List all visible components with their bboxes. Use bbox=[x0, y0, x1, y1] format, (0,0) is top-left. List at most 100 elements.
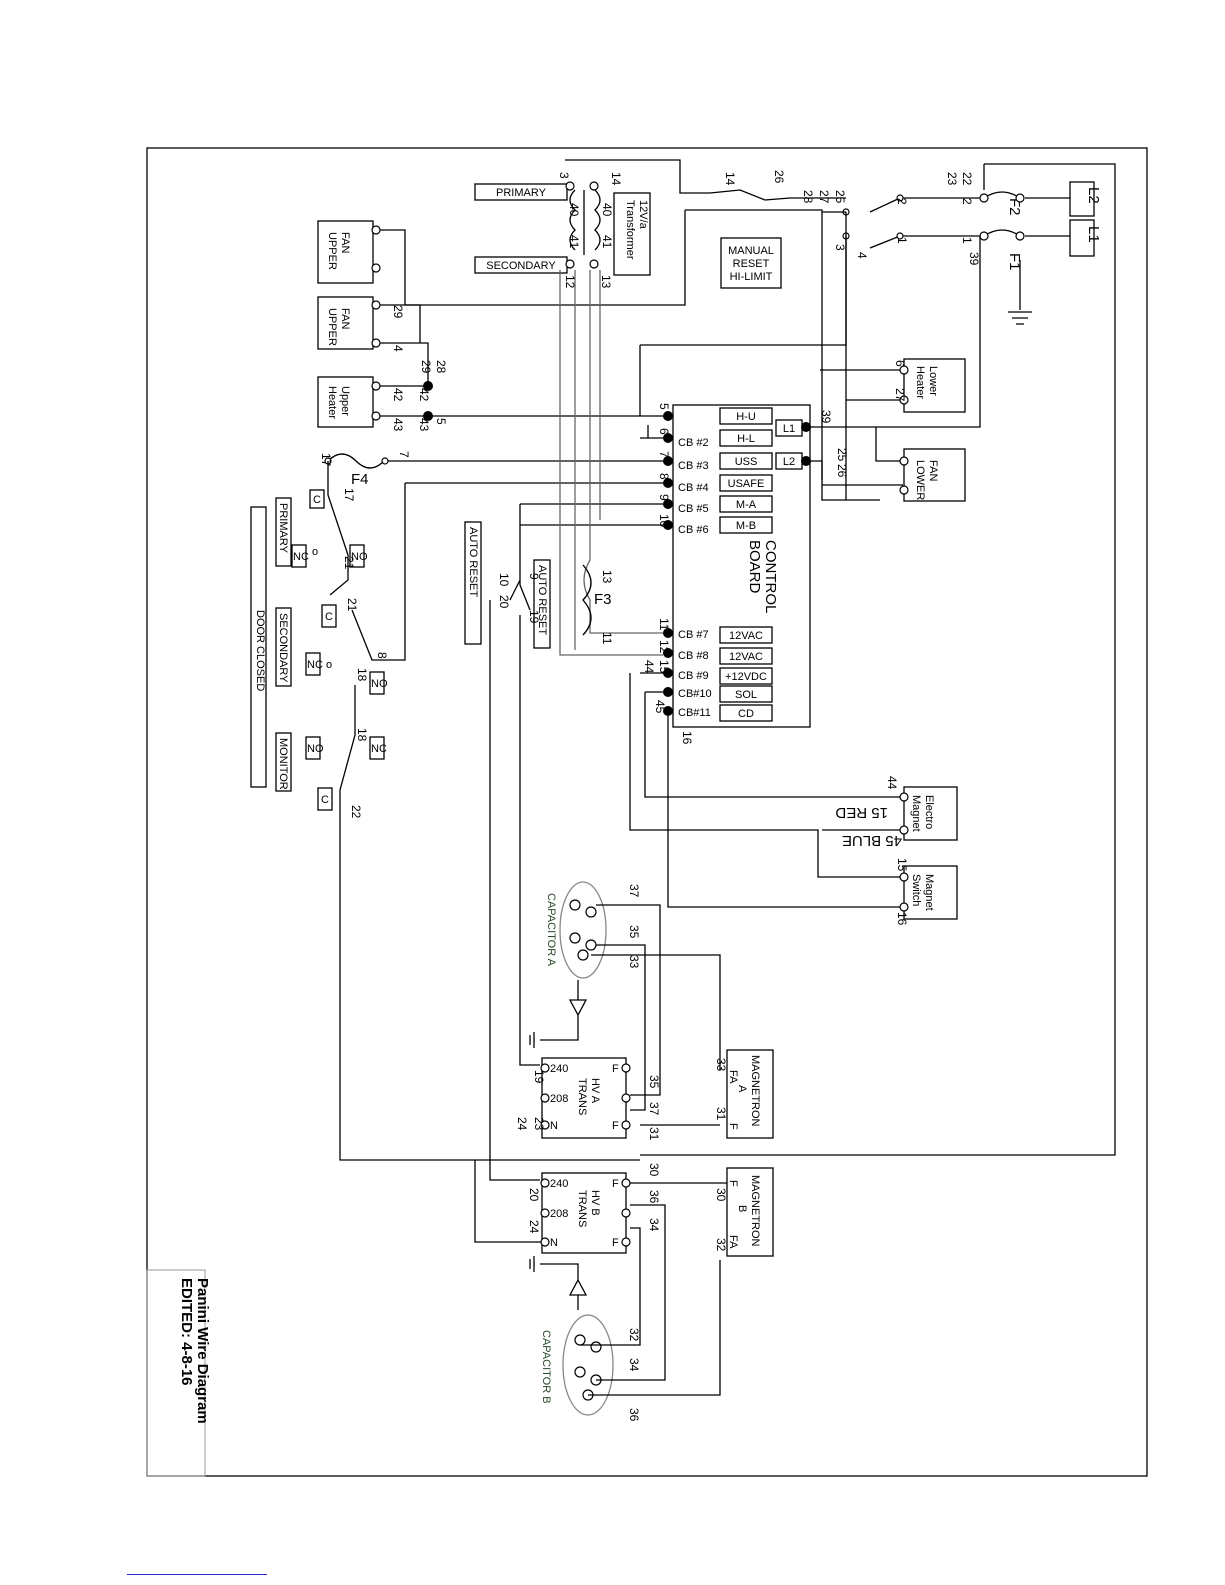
wn-33-a: 33 bbox=[627, 955, 641, 969]
output-h-l: H-L bbox=[737, 433, 755, 445]
primary-label-box bbox=[474, 183, 568, 201]
wn-6-a: 6 bbox=[657, 428, 671, 435]
door-primary-o: o bbox=[312, 546, 318, 558]
wn-42-a: 42 bbox=[391, 388, 405, 402]
cb-left-wires bbox=[639, 345, 663, 439]
wn-18-a: 18 bbox=[355, 668, 369, 682]
wn-36-b: 36 bbox=[627, 1408, 641, 1422]
output-h-u: H-U bbox=[736, 411, 756, 423]
magnetron-b-fa: FA bbox=[727, 1235, 739, 1249]
hv-b-240: 240 bbox=[550, 1178, 568, 1190]
wn-30-b: 30 bbox=[714, 1188, 728, 1202]
wn-44-b: 44 bbox=[885, 776, 899, 790]
title-line2: EDITED: 4-8-16 bbox=[178, 1278, 195, 1386]
wire-45-blue: 45 BLUE bbox=[842, 832, 902, 849]
transformer-label-box bbox=[613, 192, 651, 276]
wn-22-b: 22 bbox=[349, 805, 363, 819]
wn-39-top: 39 bbox=[967, 252, 981, 266]
wire-number-labels: 23 22 2 2 1 1 39 4 3 25 27 28 26 14 14 3… bbox=[319, 170, 981, 1422]
output-12vac-2: 12VAC bbox=[729, 651, 763, 663]
wn-43-b: 43 bbox=[417, 418, 431, 432]
wn-5-a: 5 bbox=[434, 418, 448, 425]
door-secondary-nc: NC bbox=[307, 659, 323, 671]
wn-7-b: 7 bbox=[657, 451, 671, 458]
electro-magnet-line2: Magnet bbox=[910, 795, 922, 832]
wn-16-b: 16 bbox=[895, 912, 909, 926]
diode-b bbox=[529, 1256, 588, 1310]
wn-18-b: 18 bbox=[355, 728, 369, 742]
wn-26-b: 26 bbox=[835, 464, 849, 478]
capacitor-a-label: CAPACITOR A bbox=[545, 893, 557, 967]
f4-label: F4 bbox=[351, 471, 369, 488]
fan-upper-2-line1: FAN bbox=[339, 308, 351, 329]
wn-12-cb: 12 bbox=[657, 640, 671, 654]
cb11-wire bbox=[667, 716, 905, 908]
hilimit-box bbox=[720, 237, 782, 289]
wn-28-b: 28 bbox=[434, 360, 448, 374]
door-monitor: MONITOR bbox=[277, 738, 289, 790]
cb-10: CB#10 bbox=[678, 688, 712, 700]
hv-trans-b-line1: HV B bbox=[589, 1190, 601, 1216]
transformer-label-line1: 12V/a bbox=[637, 200, 649, 230]
hilimit-contact bbox=[709, 189, 791, 201]
magnetron-b-box bbox=[726, 1167, 774, 1257]
door-monitor-no: NO bbox=[307, 743, 324, 755]
door-interlock-switch bbox=[869, 197, 901, 249]
wn-14-b: 14 bbox=[609, 172, 623, 186]
auto-reset-a-box bbox=[464, 521, 482, 645]
supply-to-switch bbox=[900, 197, 980, 237]
wn-29-a: 29 bbox=[391, 305, 405, 319]
output-12vac-1: 12VAC bbox=[729, 630, 763, 642]
cb-11: CB#11 bbox=[678, 707, 711, 719]
magnetron-b-line2: B bbox=[736, 1205, 748, 1212]
cb-9: CB #9 bbox=[678, 670, 709, 682]
title-group: Panini Wire Diagram EDITED: 4-8-16 bbox=[178, 1278, 211, 1424]
hv-trans-b-line2: TRANS bbox=[576, 1190, 588, 1227]
wn-24-a: 24 bbox=[515, 1117, 529, 1131]
wn-23-b: 23 bbox=[532, 1117, 546, 1131]
wn-26-top: 26 bbox=[772, 170, 786, 184]
wn-29-b: 29 bbox=[419, 360, 433, 374]
wn-23: 23 bbox=[945, 172, 959, 186]
hv-wiring bbox=[580, 904, 721, 1396]
footer-link-underline[interactable] bbox=[127, 1574, 267, 1575]
wn-19-b: 19 bbox=[532, 1070, 546, 1084]
hv-b-n: N bbox=[550, 1237, 558, 1249]
wn-9-a: 9 bbox=[657, 494, 671, 501]
magnetron-b-f: F bbox=[727, 1180, 739, 1187]
wn-42-b: 42 bbox=[417, 388, 431, 402]
output-m-b: M-B bbox=[736, 520, 756, 532]
upper-fan-feed bbox=[405, 209, 823, 480]
hv-a-208: 208 bbox=[550, 1093, 568, 1105]
upper-load-wires bbox=[380, 229, 640, 417]
wn-15-cb: 15 bbox=[657, 660, 671, 674]
wn-11-cb: 11 bbox=[657, 618, 671, 631]
magnet-switch-line1: Magnet bbox=[923, 874, 935, 911]
wn-28-top: 28 bbox=[801, 190, 815, 204]
door-secondary-no: NO bbox=[371, 678, 388, 690]
upper-heater-box bbox=[317, 376, 374, 428]
wn-25-top: 25 bbox=[833, 190, 847, 204]
f1-label: F1 bbox=[1006, 253, 1023, 271]
door-monitor-c: C bbox=[321, 794, 329, 806]
lower-heater-wires bbox=[820, 369, 903, 401]
fan-upper-1-line1: FAN bbox=[339, 232, 351, 253]
capacitor-a bbox=[559, 881, 607, 979]
wn-11-f3: 11 bbox=[600, 632, 614, 645]
wn-20-a: 20 bbox=[497, 595, 511, 609]
wn-41-b: 41 bbox=[600, 235, 614, 249]
output-sol: SOL bbox=[735, 689, 757, 701]
wn-10-b: 10 bbox=[497, 573, 511, 587]
hv-a-f1: F bbox=[612, 1063, 619, 1075]
hv-a-240: 240 bbox=[550, 1063, 568, 1075]
outer-loop-wire bbox=[640, 163, 1116, 1156]
output-usafe: USAFE bbox=[728, 478, 765, 490]
lower-fan-wires bbox=[822, 427, 903, 486]
transformer-label-line2: Transformer bbox=[624, 200, 636, 260]
fan-lower-box bbox=[903, 448, 966, 502]
wn-30-a: 30 bbox=[647, 1163, 661, 1177]
wn-37-a: 37 bbox=[627, 884, 641, 898]
door-closed-label: DOOR CLOSED bbox=[254, 610, 266, 691]
cb-l1: L1 bbox=[783, 423, 795, 435]
